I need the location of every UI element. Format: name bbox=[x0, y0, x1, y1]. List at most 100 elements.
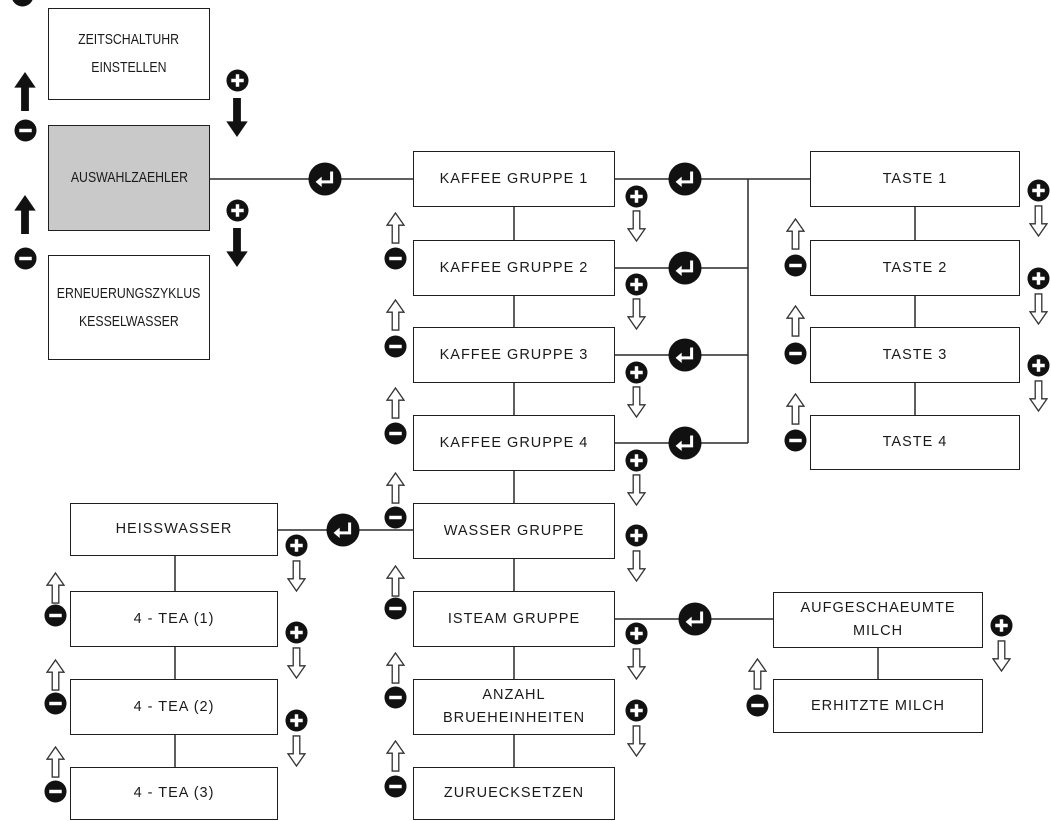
box-label: 4 - TEA (2) bbox=[133, 698, 215, 715]
plus-circle-icon bbox=[989, 613, 1013, 637]
box-label: HEISSWASSER bbox=[115, 521, 233, 537]
arrow-down-outline-icon bbox=[626, 648, 646, 680]
minus-circle-icon bbox=[383, 334, 407, 358]
box-label: AUSWAHLZAEHLER bbox=[70, 169, 188, 186]
menu-box-isteam-gruppe: ISTEAM GRUPPE bbox=[413, 591, 615, 647]
plus-circle-icon bbox=[225, 198, 249, 222]
menu-box-tea-2: 4 - TEA (2) bbox=[70, 679, 278, 735]
arrow-up-outline-icon bbox=[786, 305, 805, 337]
arrow-up-outline-icon bbox=[786, 218, 805, 250]
arrow-down-outline-icon bbox=[1029, 205, 1048, 237]
menu-box-taste-4: TASTE 4 bbox=[810, 415, 1020, 470]
arrow-up-outline-icon bbox=[386, 299, 405, 331]
box-label: KAFFEE GRUPPE 3 bbox=[439, 346, 589, 363]
box-label: TASTE 1 bbox=[882, 170, 948, 187]
menu-box-erneuerungszyklus: ERNEUERUNGSZYKLUS KESSELWASSER bbox=[48, 255, 210, 360]
box-label: TASTE 3 bbox=[882, 346, 948, 363]
enter-icon bbox=[668, 426, 702, 460]
menu-box-kaffee-gruppe-2: KAFFEE GRUPPE 2 bbox=[413, 240, 615, 296]
minus-circle-icon bbox=[383, 596, 407, 620]
box-label: KAFFEE GRUPPE 2 bbox=[439, 259, 589, 276]
arrow-up-outline-icon bbox=[46, 746, 65, 778]
plus-circle-icon bbox=[624, 523, 648, 547]
box-label: ZURUECKSETZEN bbox=[443, 785, 585, 801]
box-label: WASSER GRUPPE bbox=[443, 522, 585, 539]
minus-circle-icon bbox=[13, 118, 37, 142]
menu-box-kaffee-gruppe-3: KAFFEE GRUPPE 3 bbox=[413, 327, 615, 383]
plus-circle-icon bbox=[225, 68, 249, 92]
enter-icon bbox=[308, 162, 342, 196]
minus-circle-icon bbox=[383, 774, 407, 798]
menu-box-erhitzte-milch: ERHITZTE MILCH bbox=[773, 679, 983, 733]
box-label: KAFFEE GRUPPE 4 bbox=[439, 434, 589, 451]
box-label: EINSTELLEN bbox=[91, 59, 167, 76]
minus-circle-icon bbox=[783, 341, 807, 365]
arrow-down-outline-icon bbox=[991, 640, 1011, 672]
minus-circle-icon bbox=[383, 246, 407, 270]
minus-circle-icon bbox=[383, 685, 407, 709]
box-label: TASTE 2 bbox=[882, 259, 948, 276]
arrow-down-outline-icon bbox=[286, 735, 306, 767]
arrow-down-outline-icon bbox=[626, 298, 646, 330]
arrow-up-outline-icon bbox=[386, 740, 405, 772]
menu-box-anzahl-brueheinheiten: ANZAHL BRUEHEINHEITEN bbox=[413, 679, 615, 735]
box-label: KAFFEE GRUPPE 1 bbox=[439, 170, 589, 187]
enter-icon bbox=[668, 162, 702, 196]
minus-circle-icon bbox=[43, 691, 67, 715]
arrow-down-outline-icon bbox=[626, 550, 646, 582]
arrow-down-outline-icon bbox=[626, 210, 646, 242]
menu-box-wasser-gruppe: WASSER GRUPPE bbox=[413, 503, 615, 559]
plus-circle-icon bbox=[624, 272, 648, 296]
enter-icon bbox=[678, 602, 712, 636]
menu-box-heisswasser: HEISSWASSER bbox=[70, 503, 278, 556]
enter-icon bbox=[326, 513, 360, 547]
box-label: ZEITSCHALTUHR bbox=[78, 31, 180, 48]
arrow-down-outline-icon bbox=[1029, 380, 1048, 412]
plus-circle-icon bbox=[624, 184, 648, 208]
plus-circle-icon bbox=[1027, 178, 1050, 202]
arrow-up-outline-icon bbox=[46, 572, 65, 604]
menu-box-zuruecksetzen: ZURUECKSETZEN bbox=[413, 767, 615, 820]
arrow-up-outline-icon bbox=[386, 565, 405, 597]
minus-circle-icon bbox=[43, 603, 67, 627]
box-label: ANZAHL bbox=[482, 687, 546, 703]
box-label: MILCH bbox=[852, 623, 904, 639]
arrow-down-icon bbox=[226, 228, 248, 267]
arrow-down-icon bbox=[226, 98, 248, 137]
arrow-up-icon bbox=[14, 195, 36, 234]
arrow-up-outline-icon bbox=[386, 212, 405, 244]
minus-circle-icon bbox=[10, 0, 34, 7]
box-label: TASTE 4 bbox=[882, 434, 948, 450]
arrow-up-outline-icon bbox=[386, 472, 405, 504]
minus-circle-icon bbox=[383, 505, 407, 529]
plus-circle-icon bbox=[284, 533, 308, 557]
plus-circle-icon bbox=[624, 360, 648, 384]
box-label: 4 - TEA (1) bbox=[133, 610, 215, 627]
plus-circle-icon bbox=[624, 448, 648, 472]
arrow-down-outline-icon bbox=[626, 725, 646, 757]
box-label: BRUEHEINHEITEN bbox=[442, 710, 586, 726]
box-label: AUFGESCHAEUMTE bbox=[800, 600, 956, 616]
menu-box-tea-3: 4 - TEA (3) bbox=[70, 767, 278, 820]
box-label: KESSELWASSER bbox=[79, 312, 179, 330]
arrow-up-outline-icon bbox=[748, 658, 767, 690]
menu-box-auswahlzaehler: AUSWAHLZAEHLER bbox=[48, 125, 210, 231]
plus-circle-icon bbox=[1027, 266, 1050, 290]
plus-circle-icon bbox=[1027, 353, 1050, 377]
box-label: ERNEUERUNGSZYKLUS bbox=[57, 284, 201, 302]
menu-box-zeitschaltuhr: ZEITSCHALTUHR EINSTELLEN bbox=[48, 8, 210, 100]
arrow-down-outline-icon bbox=[286, 647, 306, 679]
plus-circle-icon bbox=[284, 620, 308, 644]
minus-circle-icon bbox=[783, 428, 807, 452]
enter-icon bbox=[668, 251, 702, 285]
plus-circle-icon bbox=[624, 621, 648, 645]
arrow-up-outline-icon bbox=[786, 393, 805, 425]
menu-box-taste-1: TASTE 1 bbox=[810, 151, 1020, 207]
menu-box-kaffee-gruppe-1: KAFFEE GRUPPE 1 bbox=[413, 151, 615, 207]
arrow-up-outline-icon bbox=[46, 659, 65, 691]
plus-circle-icon bbox=[284, 708, 308, 732]
menu-box-taste-3: TASTE 3 bbox=[810, 327, 1020, 383]
box-label: ISTEAM GRUPPE bbox=[447, 610, 581, 627]
enter-icon bbox=[668, 338, 702, 372]
